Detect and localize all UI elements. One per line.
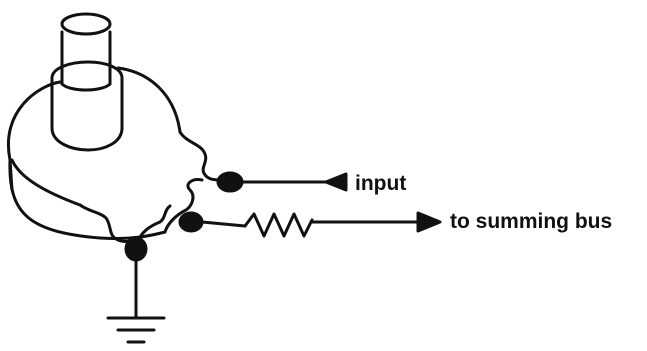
resistor-icon bbox=[243, 212, 314, 238]
wiper-wire bbox=[200, 220, 247, 228]
ground-symbol-icon bbox=[106, 316, 166, 344]
input-arrow-icon bbox=[324, 172, 348, 192]
input-label: input bbox=[355, 172, 407, 195]
solder-joint-input bbox=[216, 171, 244, 193]
pot-shaft-end bbox=[60, 12, 112, 36]
pot-body-top-right bbox=[116, 66, 182, 134]
solder-joint-wiper bbox=[178, 211, 204, 233]
pot-lug-2 bbox=[163, 178, 204, 234]
pot-body-side bbox=[8, 158, 14, 192]
pot-lug-3b bbox=[134, 204, 172, 248]
pot-body-lower bbox=[8, 158, 167, 241]
pot-shaft bbox=[60, 30, 112, 86]
pot-bushing bbox=[50, 76, 124, 152]
summing-bus-label: to summing bus bbox=[450, 210, 613, 233]
pot-lug-1 bbox=[178, 130, 226, 184]
pot-body-lip bbox=[10, 158, 82, 207]
potentiometer-icon bbox=[6, 12, 226, 248]
output-arrow-icon bbox=[416, 211, 442, 233]
pot-shaft-base bbox=[60, 82, 112, 92]
pot-bushing-top bbox=[50, 60, 124, 80]
